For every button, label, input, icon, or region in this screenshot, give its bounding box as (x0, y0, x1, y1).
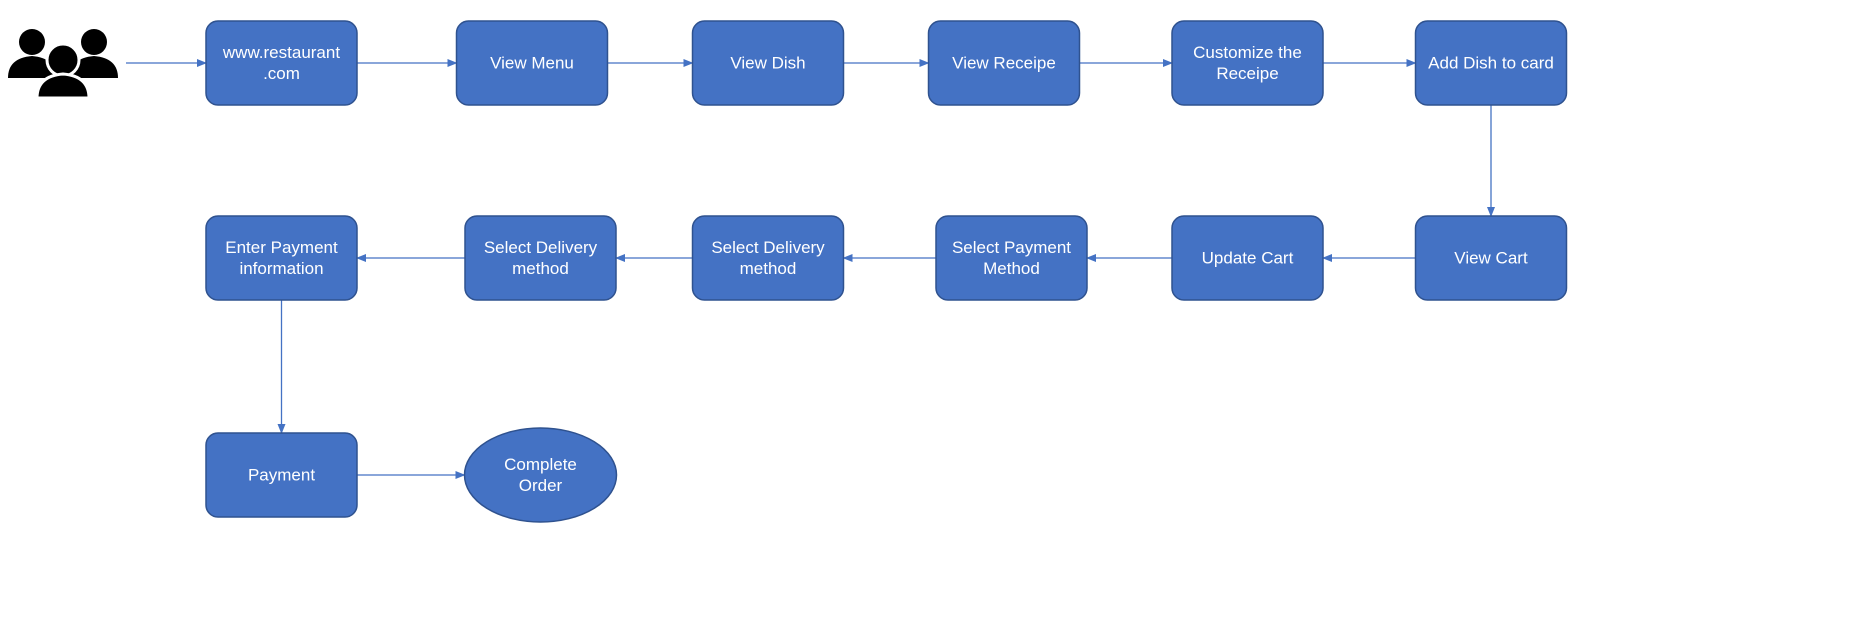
node-label-select-payment-method: Select Payment (952, 238, 1071, 257)
node-label-customize-receipe: Receipe (1216, 64, 1278, 83)
node-label-customize-receipe: Customize the (1193, 43, 1302, 62)
node-shape-view-dish (691, 20, 845, 106)
node-label-select-payment-method: Method (983, 259, 1040, 278)
node-view-dish: View Dish (691, 20, 845, 106)
node-shape-select-delivery-method-1 (691, 215, 845, 301)
node-update-cart: Update Cart (1171, 215, 1324, 301)
node-view-cart: View Cart (1414, 215, 1568, 301)
node-select-delivery-method-2: Select Delivery method (464, 215, 617, 301)
node-label-view-dish: View Dish (730, 54, 805, 73)
node-label-view-cart: View Cart (1454, 249, 1528, 268)
node-shape-select-payment-method (935, 215, 1088, 301)
users-group-icon (8, 29, 118, 100)
node-payment: Payment (205, 432, 358, 518)
node-label-complete-order: Order (519, 476, 563, 495)
node-label-update-cart: Update Cart (1202, 249, 1294, 268)
node-shape-view-menu (455, 20, 609, 106)
node-shape-view-cart (1414, 215, 1568, 301)
node-add-dish: Add Dish to card (1414, 20, 1568, 106)
node-shape-update-cart (1171, 215, 1324, 301)
node-label-website: www.restaurant (222, 43, 340, 62)
node-shape-complete-order (463, 427, 618, 523)
node-website: www.restaurant .com (205, 20, 358, 106)
node-shape-view-receipe (927, 20, 1081, 106)
node-shape-website (205, 20, 358, 106)
node-label-select-delivery-method-1: method (740, 259, 797, 278)
connectors (126, 59, 1495, 479)
node-label-view-menu: View Menu (490, 54, 574, 73)
node-label-website: .com (263, 64, 300, 83)
node-label-enter-payment-info: information (239, 259, 323, 278)
node-shape-payment (205, 432, 358, 518)
node-enter-payment-info: Enter Payment information (205, 215, 358, 301)
node-label-select-delivery-method-2: method (512, 259, 569, 278)
node-label-view-receipe: View Receipe (952, 54, 1056, 73)
node-label-payment: Payment (248, 466, 315, 485)
node-view-receipe: View Receipe (927, 20, 1081, 106)
node-view-menu: View Menu (455, 20, 609, 106)
node-shape-customize-receipe (1171, 20, 1324, 106)
node-shape-enter-payment-info (205, 215, 358, 301)
node-shape-select-delivery-method-2 (464, 215, 617, 301)
node-label-complete-order: Complete (504, 455, 577, 474)
node-label-add-dish: Add Dish to card (1428, 54, 1554, 73)
node-label-select-delivery-method-1: Select Delivery (711, 238, 825, 257)
node-label-enter-payment-info: Enter Payment (225, 238, 338, 257)
node-label-select-delivery-method-2: Select Delivery (484, 238, 598, 257)
node-select-delivery-method-1: Select Delivery method (691, 215, 845, 301)
node-shape-add-dish (1414, 20, 1568, 106)
